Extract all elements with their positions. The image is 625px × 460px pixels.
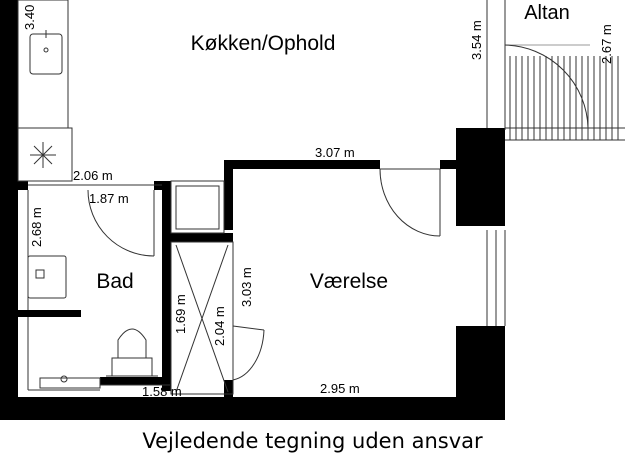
dimension-3-40: 3.40 (22, 5, 37, 30)
dimension-2-95: 2.95 m (320, 381, 360, 396)
thin-lines (17, 0, 625, 395)
sink-icon (29, 30, 63, 75)
dimension-2-04: 2.04 m (212, 306, 227, 346)
dimension-1-69: 1.69 m (173, 294, 188, 334)
room-label-bathroom: Bad (96, 270, 133, 293)
dimension-3-03: 3.03 m (239, 267, 254, 307)
room-label-kitchen: Køkken/Ophold (191, 32, 336, 55)
dimension-3-07: 3.07 m (315, 145, 355, 160)
walls (0, 0, 505, 420)
stove-icon (30, 142, 56, 168)
dimension-2-06: 2.06 m (73, 168, 113, 183)
toilet-icon (106, 328, 158, 377)
dimension-3-54: 3.54 m (469, 20, 484, 60)
dimension-1-58: 1.58 m (142, 384, 182, 399)
washbasin-icon (27, 255, 67, 299)
dimension-2-68: 2.68 m (29, 207, 44, 247)
room-label-bedroom: Værelse (310, 270, 388, 293)
dimension-2-67: 2.67 m (599, 24, 614, 64)
room-label-balcony: Altan (524, 2, 570, 24)
dimension-1-87: 1.87 m (89, 191, 129, 206)
disclaimer-caption: Vejledende tegning uden ansvar (142, 429, 483, 453)
shower-drain-icon (39, 375, 101, 389)
